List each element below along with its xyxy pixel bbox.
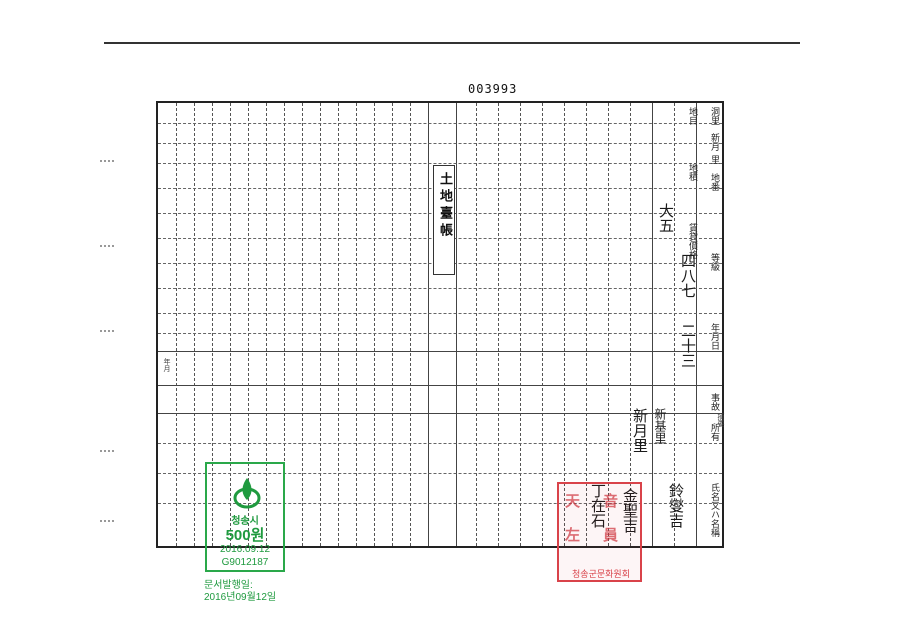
official-red-seal: 天 音 左 員 bbox=[557, 482, 642, 582]
field-label-remarks: 摘要 bbox=[717, 413, 725, 427]
field-label-event: 事故 bbox=[709, 393, 719, 411]
header-label-lot: 地番 bbox=[709, 173, 719, 191]
handwritten-area: 大五 bbox=[657, 203, 675, 233]
header-label-ri: 里 bbox=[709, 155, 719, 164]
header-label-rental-value: 賃貸價格 bbox=[687, 223, 697, 259]
stamp-date: 2016.09.12 bbox=[219, 544, 271, 555]
handwritten-village: 新月里 bbox=[631, 408, 649, 453]
issue-date-label: 문서발행일: bbox=[204, 580, 253, 591]
binding-mark bbox=[100, 245, 114, 247]
stamp-fee: 500원 bbox=[225, 527, 265, 544]
left-date-label: 年月 bbox=[163, 358, 171, 372]
land-register-form: 土地臺帳 洞里 新月 里 地番 地目 地積 賃貸價格 等級 年月日 事故 所有 … bbox=[156, 101, 725, 548]
binding-mark bbox=[100, 330, 114, 332]
seal-caption: 청송군문화원회 bbox=[572, 569, 630, 579]
header-label-new-month: 新月 bbox=[709, 133, 719, 151]
handwritten-owner-2: 丁在石 bbox=[589, 483, 607, 528]
stamp-code: G9012187 bbox=[221, 557, 269, 568]
issue-date-value: 2016년09월12일 bbox=[204, 592, 277, 603]
binding-mark bbox=[100, 160, 114, 162]
page-top-rule bbox=[104, 42, 800, 44]
register-title-box: 土地臺帳 bbox=[433, 165, 455, 275]
city-emblem-icon bbox=[233, 478, 261, 509]
field-label-date: 年月日 bbox=[709, 323, 719, 350]
binding-mark bbox=[100, 450, 114, 452]
handwritten-owner-3: 鈴燮吉 bbox=[667, 483, 685, 528]
handwritten-new-village: 新基里 bbox=[653, 408, 667, 444]
document-number: 003993 bbox=[468, 82, 518, 96]
revenue-stamp: 청송시 500원 2016.09.12 G9012187 bbox=[205, 462, 285, 572]
header-label-land-type: 地目 bbox=[687, 107, 697, 125]
field-label-owner: 所有 bbox=[709, 423, 719, 441]
field-label-name: 氏名又ハ名稱 bbox=[709, 483, 719, 537]
binding-mark bbox=[100, 520, 114, 522]
handwritten-owner-1: 金聖吉 bbox=[621, 488, 639, 533]
stamp-city: 청송시 bbox=[231, 516, 259, 527]
header-label-village: 洞里 bbox=[709, 107, 719, 125]
register-title: 土地臺帳 bbox=[437, 172, 452, 240]
handwritten-grade: 二十三 bbox=[679, 323, 697, 368]
field-label-grade: 等級 bbox=[709, 253, 719, 271]
handwritten-lot: 四八七 bbox=[679, 253, 697, 298]
header-label-area: 地積 bbox=[687, 163, 697, 181]
